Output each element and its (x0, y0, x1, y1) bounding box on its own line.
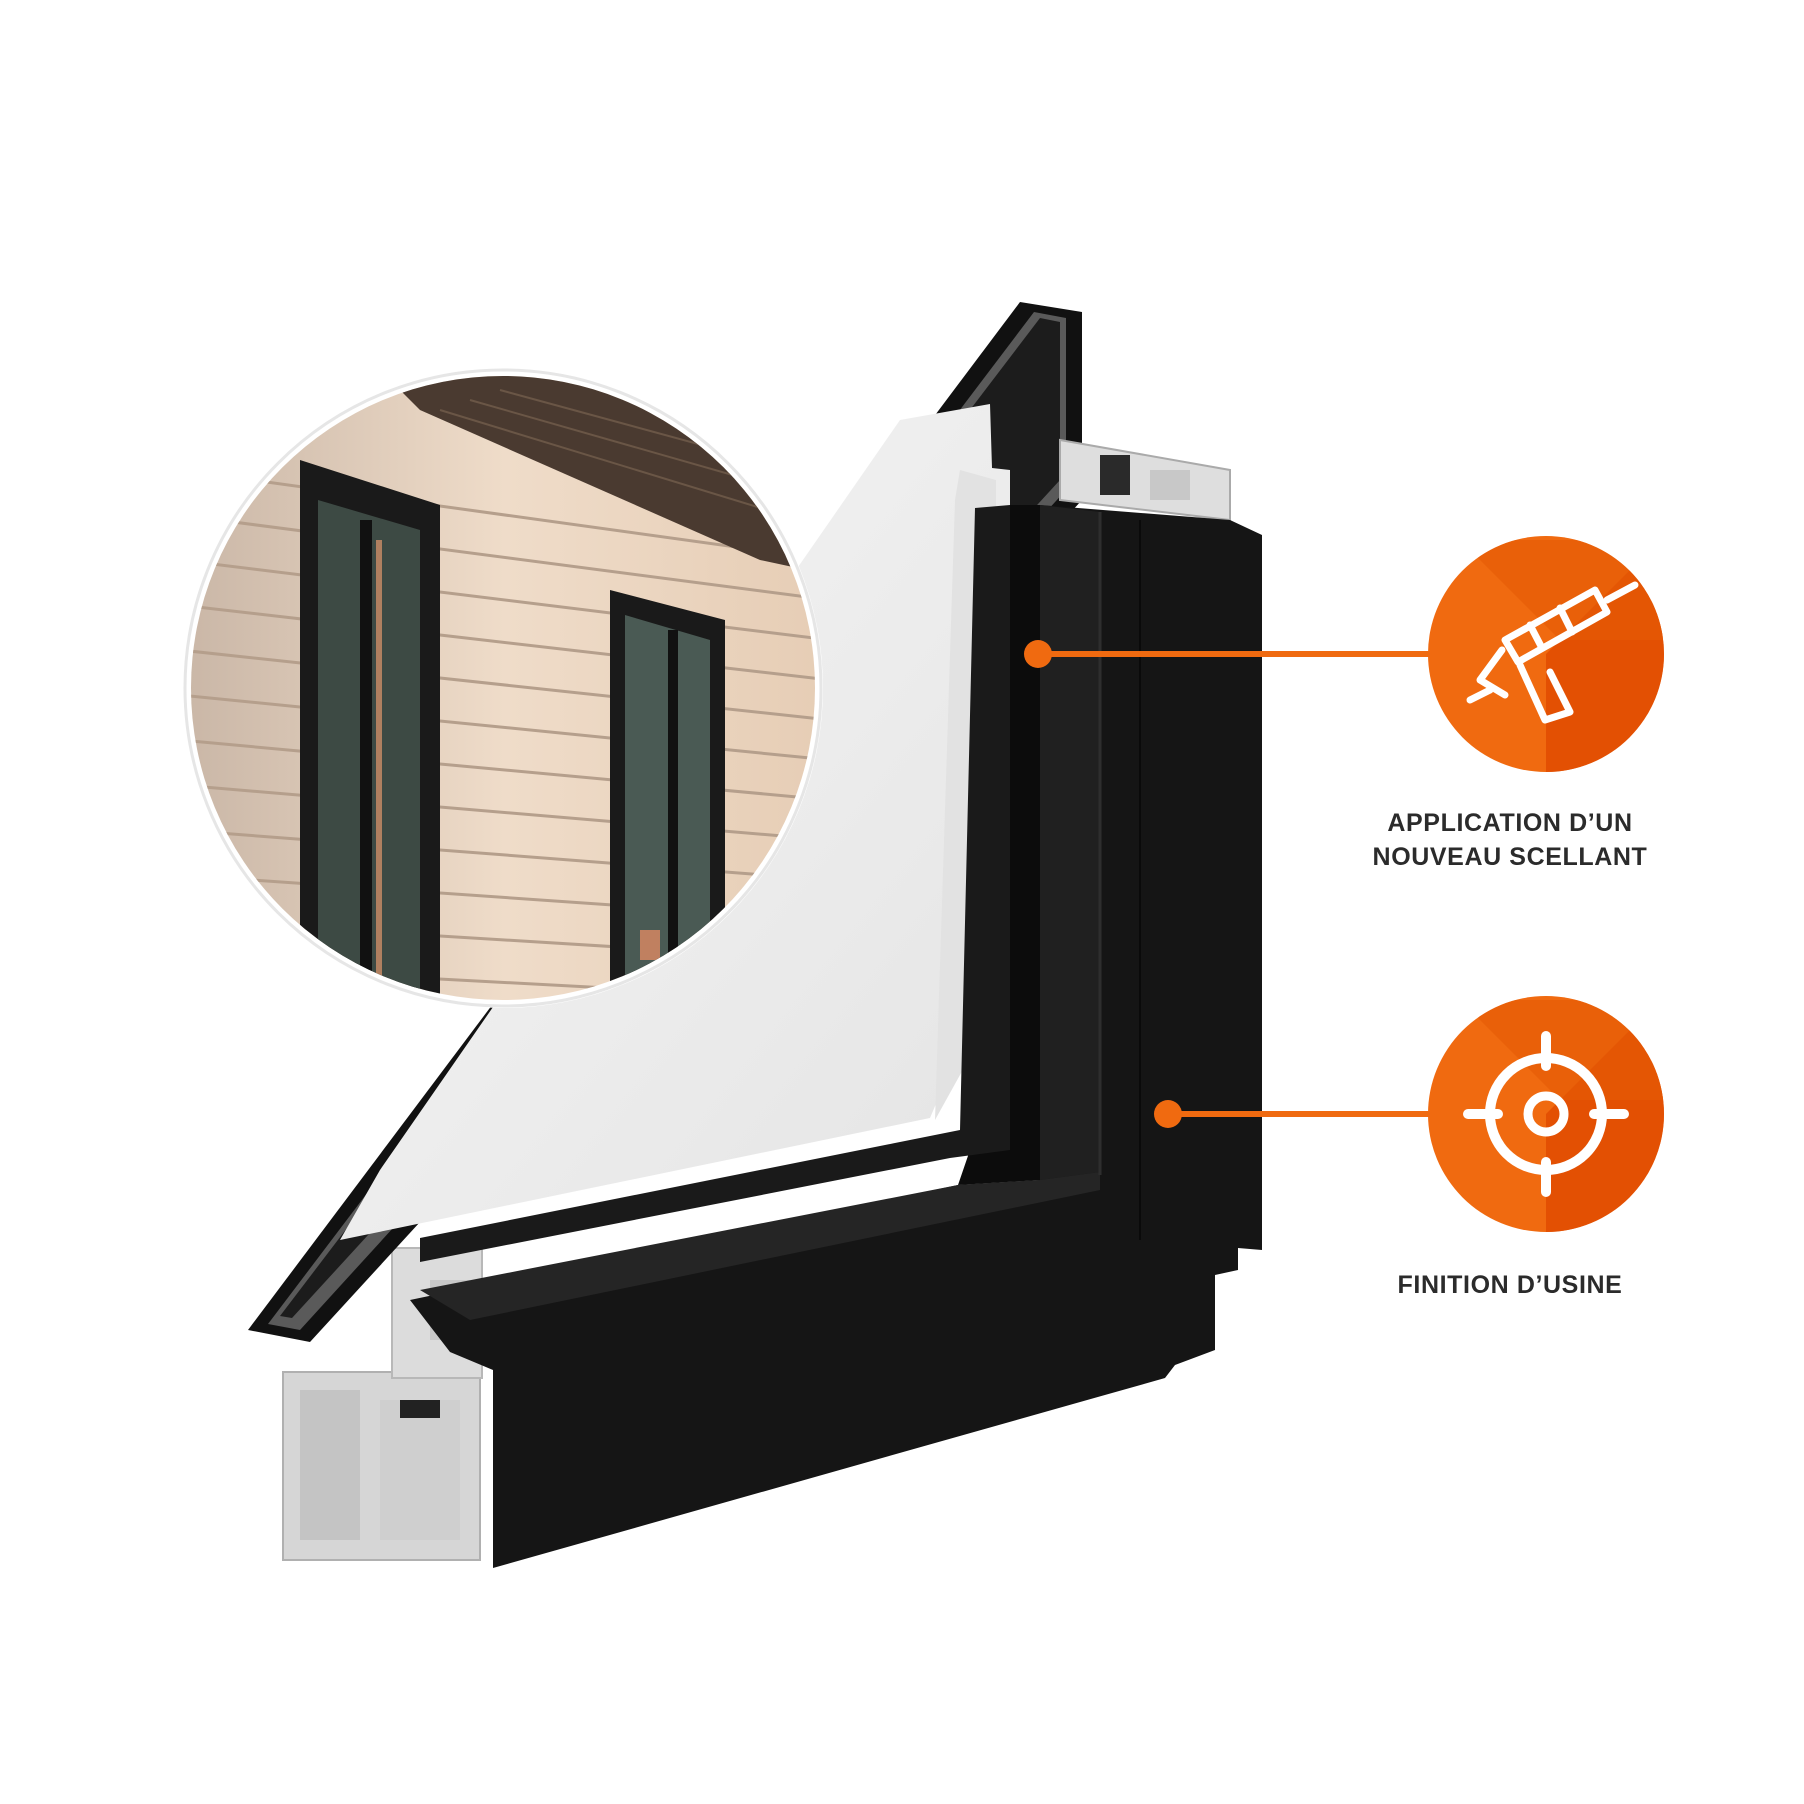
factory-finish-feature-label: FINITION D’USINE (1397, 1271, 1623, 1299)
crosshair-target-icon (1428, 996, 1664, 1232)
caulking-gun-icon (1428, 536, 1664, 772)
aluminium-cladding (410, 505, 1262, 1568)
top-profile-cap (1059, 438, 1231, 522)
sealant-feature-label: APPLICATION D’UN NOUVEAU SCELLANT (1372, 809, 1648, 871)
house-siding-photo (183, 368, 823, 1008)
window-frame-profile (248, 302, 1262, 1568)
